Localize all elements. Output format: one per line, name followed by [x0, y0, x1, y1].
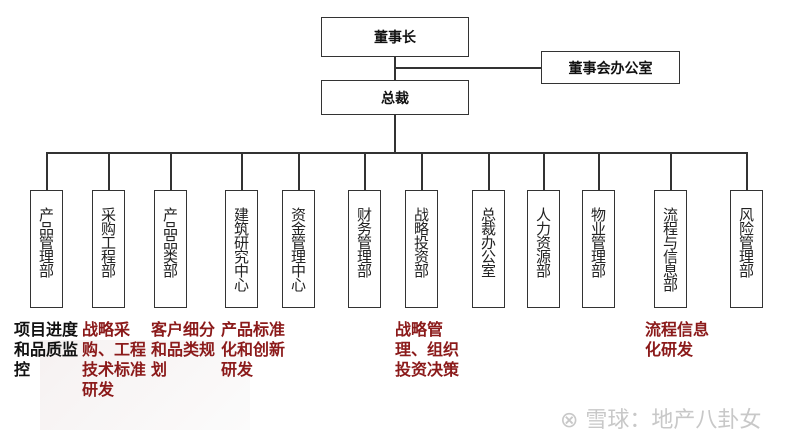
- connector: [364, 152, 366, 190]
- connector: [598, 152, 600, 190]
- note-strategy-investment: 战略管理、组织投资决策: [395, 320, 460, 379]
- department-box: 风险管理部: [730, 190, 763, 308]
- note-process-info: 流程信息化研发: [645, 320, 710, 359]
- department-label: 采购工程部: [99, 207, 117, 277]
- department-label: 产品管理部: [37, 207, 55, 277]
- department-label: 战略投资部: [412, 207, 430, 277]
- department-label: 人力资源部: [534, 207, 552, 277]
- chairman-box: 董事长: [321, 17, 469, 57]
- department-box: 人力资源部: [527, 190, 560, 308]
- connector: [670, 152, 672, 190]
- department-label: 资金管理中心: [289, 207, 307, 291]
- connector: [46, 152, 748, 154]
- department-box: 总裁办公室: [472, 190, 505, 308]
- note-product-category: 客户细分和品类规划: [151, 320, 216, 379]
- connector: [421, 152, 423, 190]
- connector: [543, 152, 545, 190]
- connector: [394, 115, 396, 152]
- department-label: 总裁办公室: [479, 207, 497, 277]
- department-label: 风险管理部: [737, 207, 755, 277]
- connector: [746, 152, 748, 190]
- department-box: 产品管理部: [30, 190, 63, 308]
- connector: [46, 152, 48, 190]
- department-label: 建筑研究中心: [232, 207, 250, 291]
- department-box: 战略投资部: [405, 190, 438, 308]
- department-label: 流程与信息部: [661, 207, 679, 291]
- department-box: 建筑研究中心: [225, 190, 258, 308]
- watermark: ⊗ 雪球：地产八卦女: [560, 408, 762, 433]
- department-box: 财务管理部: [348, 190, 381, 308]
- connector: [108, 152, 110, 190]
- department-box: 流程与信息部: [654, 190, 687, 308]
- connector: [170, 152, 172, 190]
- president-box: 总裁: [321, 80, 469, 115]
- department-label: 财务管理部: [355, 207, 373, 277]
- department-box: 资金管理中心: [282, 190, 315, 308]
- connector: [394, 57, 396, 80]
- connector: [298, 152, 300, 190]
- background-watermark: [40, 340, 250, 430]
- department-label: 物业管理部: [589, 207, 607, 277]
- connector: [241, 152, 243, 190]
- connector: [488, 152, 490, 190]
- department-box: 产品品类部: [154, 190, 187, 308]
- department-box: 物业管理部: [582, 190, 615, 308]
- connector: [395, 67, 541, 69]
- note-procurement: 战略采购、工程技术标准研发: [82, 320, 147, 399]
- board-office-box: 董事会办公室: [541, 51, 680, 84]
- note-product-mgmt: 项目进度和品质监控: [14, 320, 79, 379]
- department-label: 产品品类部: [161, 207, 179, 277]
- department-box: 采购工程部: [92, 190, 125, 308]
- note-building-research: 产品标准化和创新研发: [221, 320, 286, 379]
